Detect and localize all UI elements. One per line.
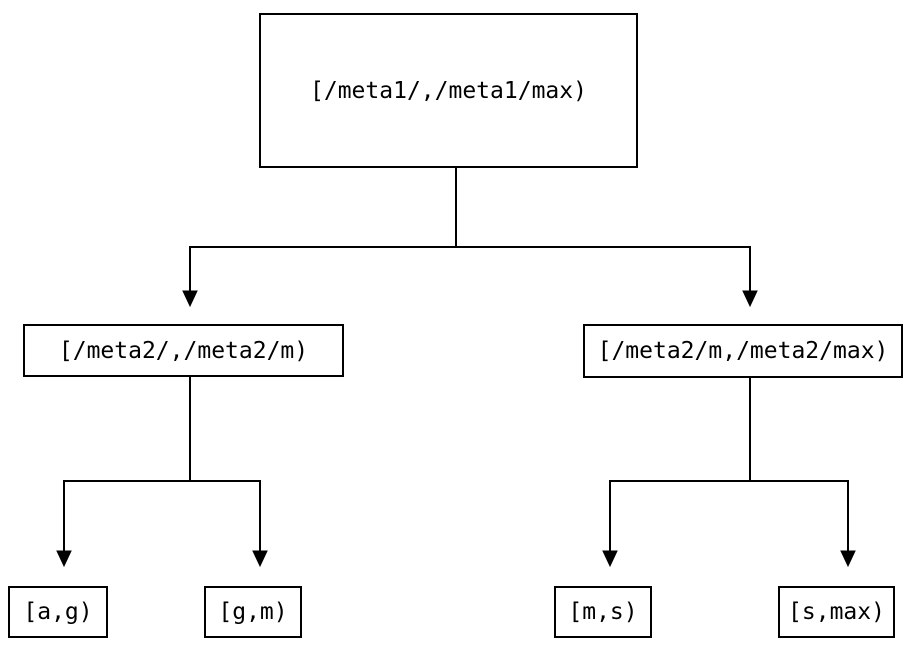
edge-root-split <box>189 246 751 291</box>
node-meta2-high-range: [/meta2/m,/meta2/max) <box>583 324 903 378</box>
node-label: [m,s) <box>568 599 638 625</box>
node-leaf-m-s: [m,s) <box>554 586 652 638</box>
node-label: [/meta2/m,/meta2/max) <box>597 338 889 364</box>
node-meta2-low-range: [/meta2/,/meta2/m) <box>23 324 344 377</box>
edge-left-split <box>63 480 261 551</box>
arrow-down-icon <box>742 290 758 308</box>
node-label: [/meta1/,/meta1/max) <box>310 77 587 104</box>
node-leaf-s-max: [s,max) <box>778 586 895 638</box>
node-root-meta1-range: [/meta1/,/meta1/max) <box>259 13 638 168</box>
node-label: [s,max) <box>788 599 885 625</box>
node-label: [a,g) <box>23 599 93 625</box>
arrow-down-icon <box>56 550 72 568</box>
node-label: [g,m) <box>218 599 288 625</box>
arrow-down-icon <box>252 550 268 568</box>
arrow-down-icon <box>602 550 618 568</box>
edge-right-split <box>609 480 849 551</box>
arrow-down-icon <box>182 290 198 308</box>
node-label: [/meta2/,/meta2/m) <box>58 337 309 364</box>
node-leaf-a-g: [a,g) <box>8 586 108 638</box>
arrow-down-icon <box>840 550 856 568</box>
node-leaf-g-m: [g,m) <box>204 586 302 638</box>
